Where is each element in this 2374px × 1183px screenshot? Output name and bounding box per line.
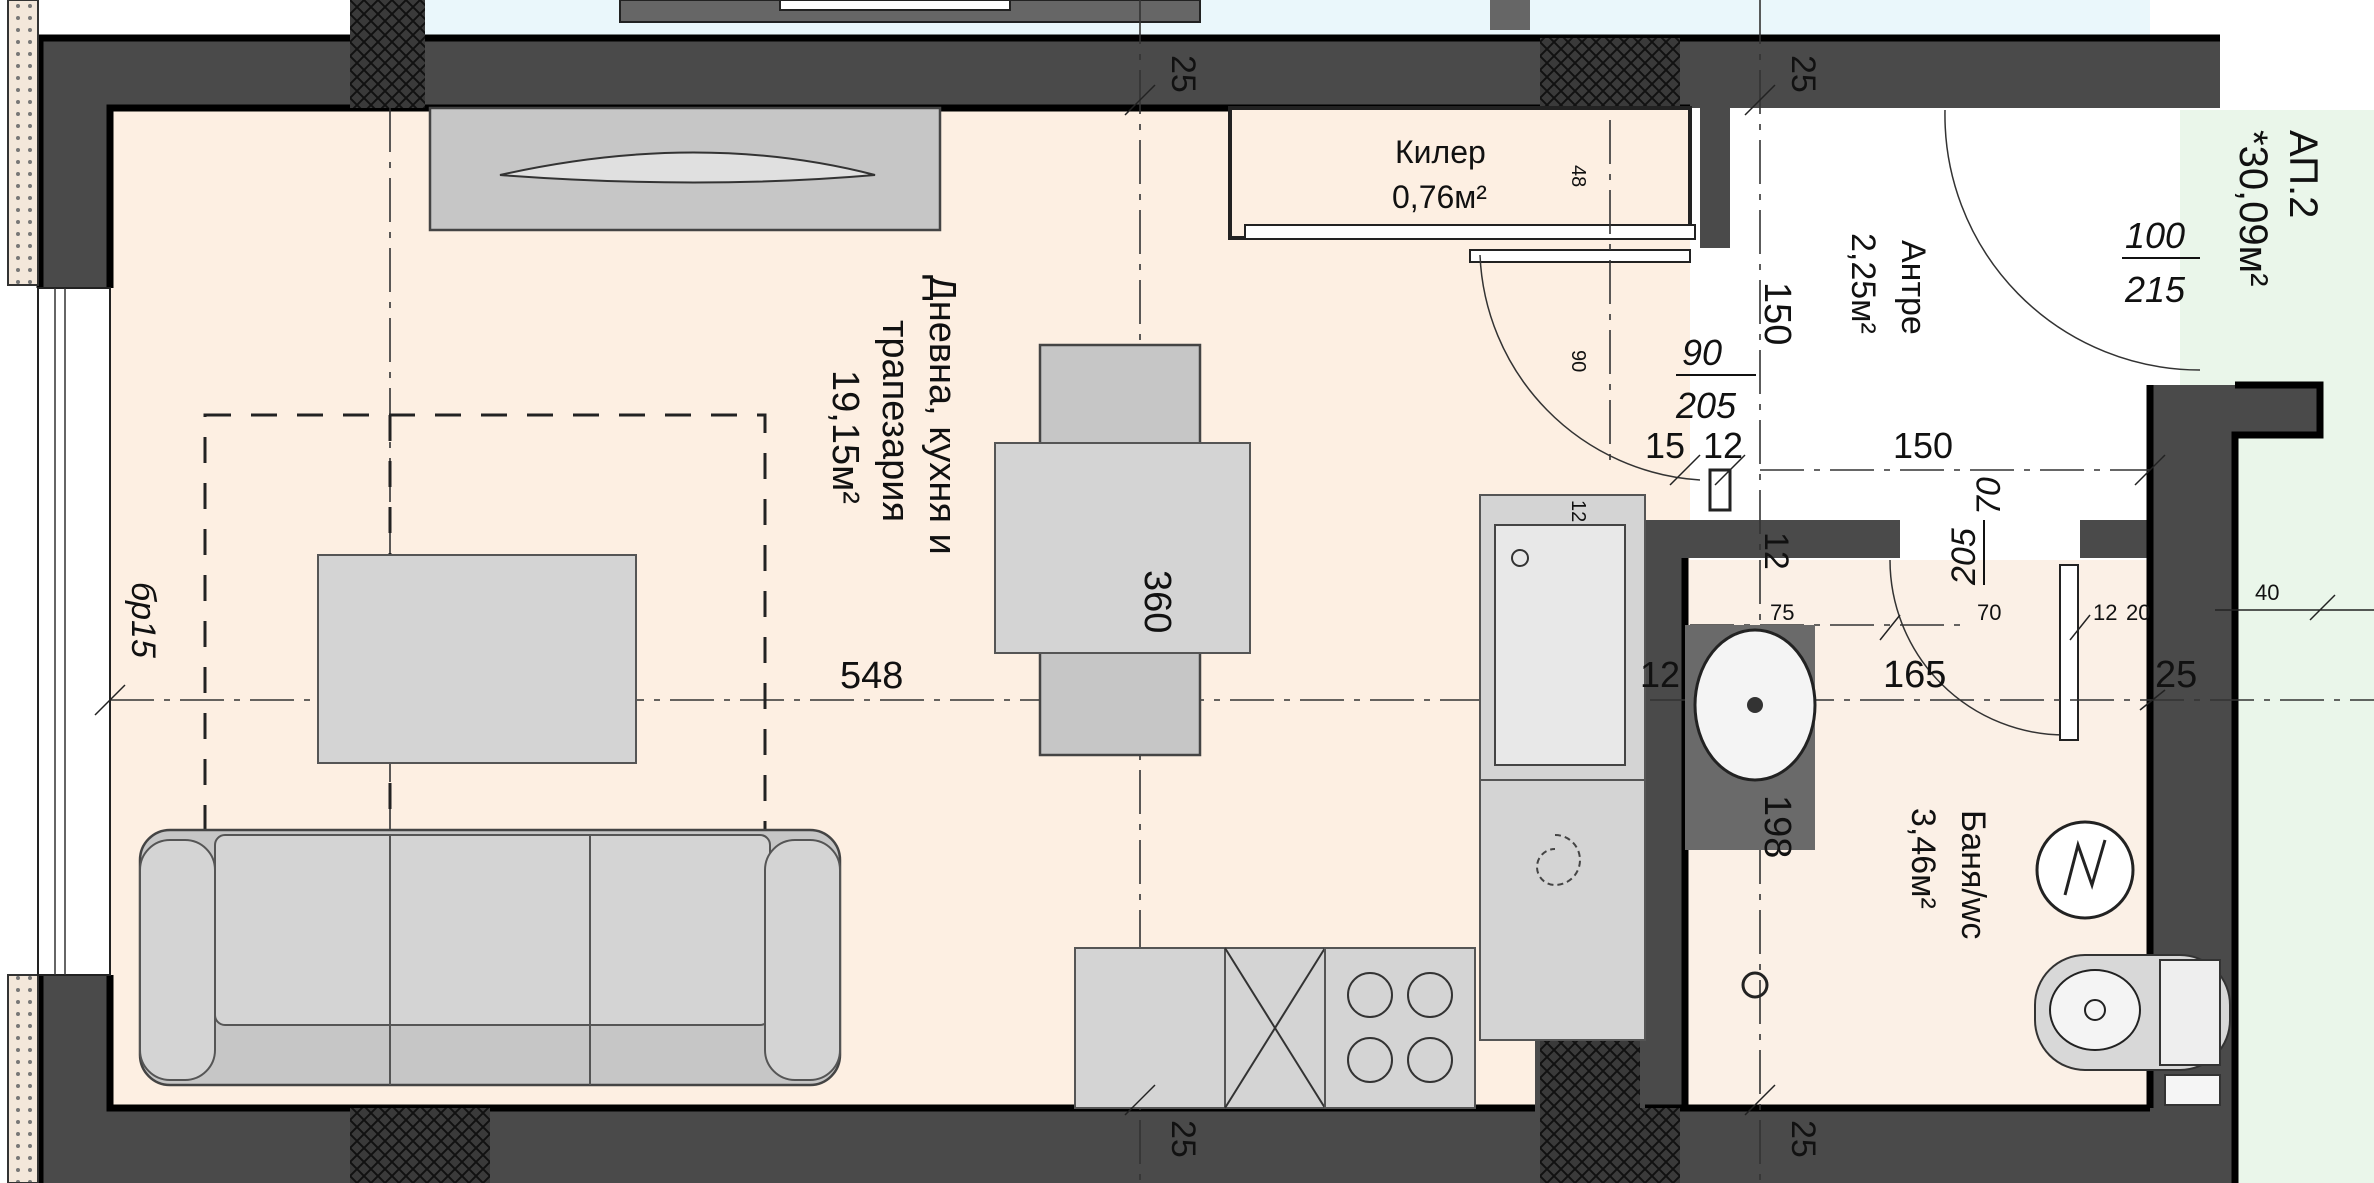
bathroom-area: 3,46м² <box>1904 808 1942 909</box>
dim-window-note: бр15 <box>124 582 162 658</box>
sofa <box>138 828 842 1087</box>
dim-jamb-12: 12 <box>2093 600 2117 625</box>
coffee-table <box>317 554 637 764</box>
dimension-ticks <box>94 84 2374 1116</box>
svg-text:70: 70 <box>1970 477 2008 515</box>
dim-bath-width: 165 <box>1883 654 1946 696</box>
hall-label: Антре <box>1894 240 1932 335</box>
dim-living-width: 548 <box>840 655 903 697</box>
dim-jamb-20: 20 <box>2126 600 2150 625</box>
dim-partition-12b: 12 <box>1757 532 1795 570</box>
svg-text:215: 215 <box>2124 269 2186 310</box>
dining-table <box>994 343 1251 757</box>
bath-door-size: 70 205 <box>1945 477 2008 586</box>
dim-closet-depth: 48 <box>1567 165 1589 187</box>
closet-area: 0,76м² <box>1392 179 1487 215</box>
rug-outline <box>203 413 767 847</box>
dim-partition-12a: 12 <box>1703 425 1743 466</box>
svg-text:100: 100 <box>2125 215 2185 256</box>
living-room-label-line1: Дневна, кухня и <box>921 275 963 555</box>
dim-bottom-left: 25 <box>1164 1120 1202 1158</box>
dim-top-left: 25 <box>1164 55 1202 93</box>
window-top-frame <box>619 0 1530 30</box>
window-left-insulation-bottom <box>7 974 39 1183</box>
dim-living-depth: 360 <box>1136 570 1178 633</box>
hall-door-size: 90 205 <box>1675 332 1756 426</box>
dim-ext-40: 40 <box>2255 580 2279 605</box>
dim-partition-15: 15 <box>1645 425 1685 466</box>
dim-hall-depth: 150 <box>1756 282 1798 345</box>
dim-bottom-right: 25 <box>1784 1120 1822 1158</box>
dim-partition-12d: 12 <box>1567 500 1589 522</box>
dim-wall-25: 25 <box>2155 654 2197 696</box>
kitchen <box>1074 494 1646 1109</box>
apartment-name: АП.2 <box>2281 130 2325 218</box>
tv-console <box>428 106 942 232</box>
door-swings <box>1479 109 2201 741</box>
dim-bath-depth: 198 <box>1756 795 1798 858</box>
entry-door-size: 100 215 <box>2122 215 2200 310</box>
svg-text:90: 90 <box>1682 332 1722 373</box>
apartment-area: *30,09м² <box>2231 130 2275 286</box>
dim-door-70: 70 <box>1977 600 2001 625</box>
dim-hall-width: 150 <box>1893 425 1953 466</box>
living-room-label-line2: трапезария <box>874 320 916 522</box>
electrical-panel-icon <box>2035 820 2135 920</box>
bathroom-label: Баня/wc <box>1954 810 1992 939</box>
window-left <box>37 287 111 976</box>
svg-text:205: 205 <box>1945 528 1983 586</box>
living-room-area: 19,15м² <box>824 370 866 504</box>
closet <box>1228 106 1696 263</box>
closet-label: Килер <box>1395 134 1486 170</box>
svg-text:205: 205 <box>1675 385 1737 426</box>
columns <box>350 0 1680 1183</box>
hall-area: 2,25м² <box>1844 233 1882 334</box>
dim-partition-12c: 12 <box>1640 654 1680 695</box>
window-left-insulation <box>7 0 39 286</box>
bathroom-fixtures <box>1685 625 2231 1106</box>
dim-shaft-90: 90 <box>1567 350 1589 372</box>
dim-basin-75: 75 <box>1770 600 1794 625</box>
dim-top-right: 25 <box>1784 55 1822 93</box>
